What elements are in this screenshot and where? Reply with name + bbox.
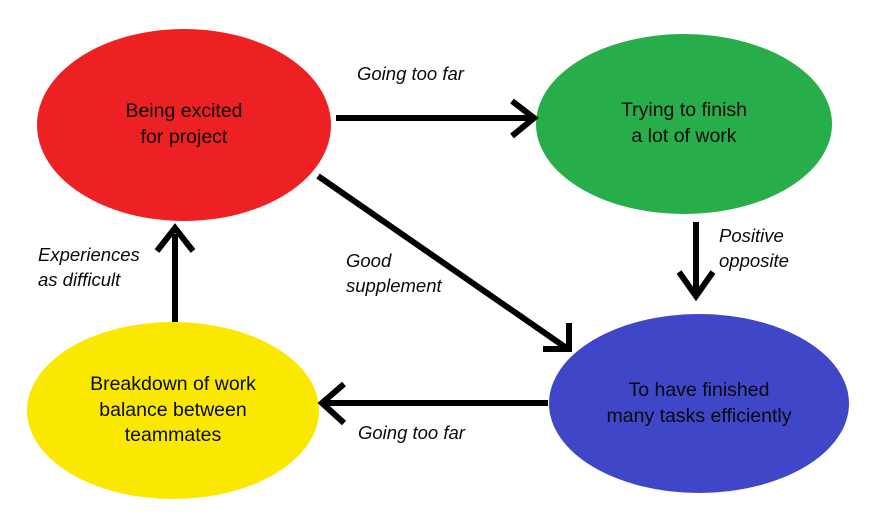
arrow-tasks-to-breakdown [317, 381, 548, 426]
arrow-excited-to-finish [336, 98, 539, 139]
edge-label-finish-to-tasks: Positive opposite [719, 225, 789, 271]
node-being-excited[interactable]: Being excited for project [37, 29, 331, 221]
arrow-finish-to-tasks [676, 222, 716, 302]
edge-label-breakdown-to-excited: Experiences as difficult [38, 244, 140, 290]
node-to-have-finished-many-tasks[interactable]: To have finished many tasks efficiently [549, 314, 849, 493]
node-label: Trying to finish a lot of work [620, 99, 748, 147]
node-breakdown-of-work-balance[interactable]: Breakdown of work balance between teamma… [27, 322, 319, 499]
node-trying-to-finish[interactable]: Trying to finish a lot of work [536, 34, 832, 214]
node-label: Being excited for project [125, 100, 243, 148]
arrow-breakdown-to-excited [154, 223, 196, 322]
edge-label-excited-to-finish: Going too far [357, 63, 464, 84]
node-label: Breakdown of work balance between teamma… [90, 372, 256, 447]
edge-label-tasks-to-breakdown: Going too far [358, 422, 465, 443]
node-label: To have finished many tasks efficiently [606, 378, 792, 427]
edge-label-excited-to-tasks: Good supplement [346, 250, 442, 296]
